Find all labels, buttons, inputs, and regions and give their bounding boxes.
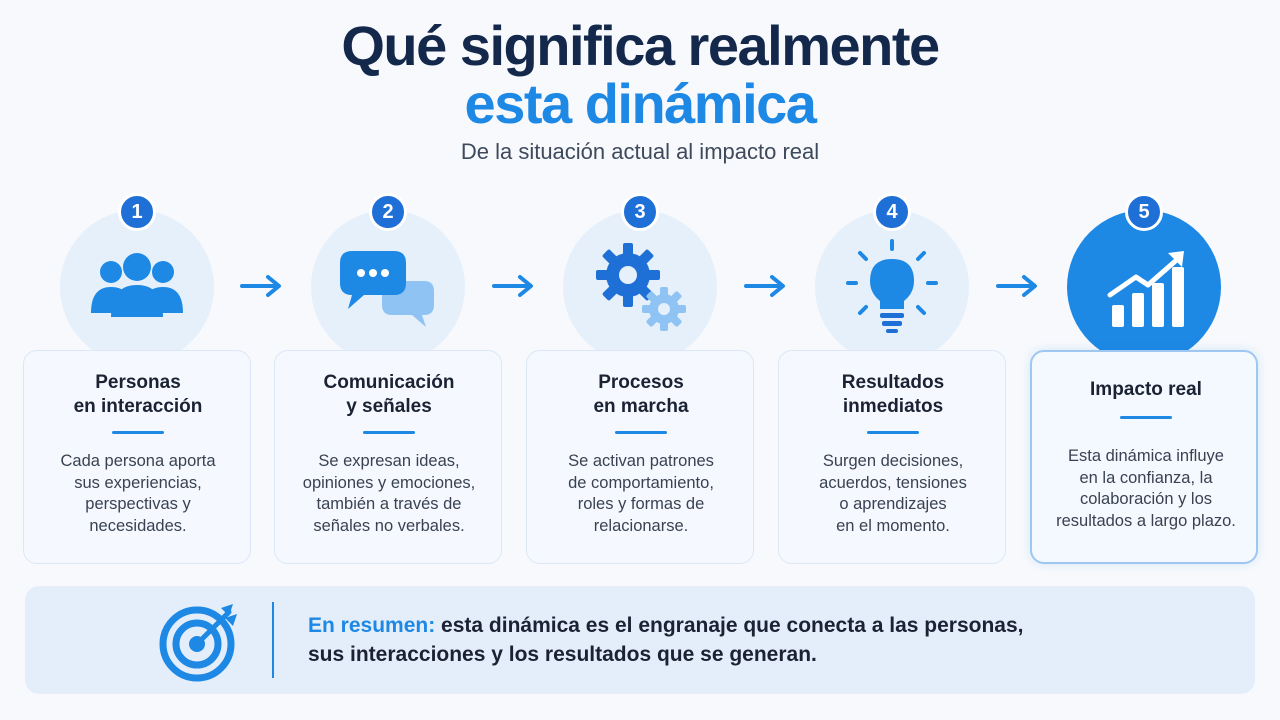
step-5-divider — [1120, 416, 1172, 419]
step-1-divider — [112, 431, 164, 434]
summary-lead: En resumen: — [308, 614, 436, 637]
step-1-title: Personas en interacción — [73, 372, 203, 417]
step-2-card: Comunicación y señales Se expresan ideas… — [274, 350, 502, 564]
step-2-divider — [363, 431, 415, 434]
step-1: 1 Personas en interacción Cada persona a… — [23, 190, 251, 564]
arrow-right-icon — [996, 275, 1037, 297]
step-2: 2 Comunicación y señales Se expresan ide… — [274, 190, 502, 564]
arrow-right-icon — [744, 275, 785, 297]
step-3-description: Se activan patrones de comportamiento, r… — [568, 452, 714, 535]
arrow-right-icon — [492, 275, 533, 297]
people-icon — [91, 253, 183, 317]
step-4-badge: 4 — [873, 193, 911, 231]
step-2-description: Se expresan ideas, opiniones y emociones… — [302, 452, 476, 535]
step-5-card: Impacto real Esta dinámica influye en la… — [1030, 350, 1258, 564]
step-5-title: Impacto real — [1090, 379, 1202, 400]
growth-chart-icon — [1107, 251, 1184, 327]
summary-banner: En resumen: esta dinámica es el engranaj… — [25, 586, 1255, 694]
step-2-title: Comunicación y señales — [323, 372, 455, 417]
step-1-card: Personas en interacción Cada persona apo… — [23, 350, 251, 564]
target-icon — [159, 604, 237, 682]
step-3-badge: 3 — [621, 193, 659, 231]
step-4: 4 Resultados inmediatos Surgen decisione… — [778, 190, 1006, 564]
step-1-description: Cada persona aporta sus experiencias, pe… — [60, 452, 216, 535]
step-3: 3 — [526, 190, 754, 564]
summary-divider — [272, 602, 274, 678]
step-3-title: Procesos en marcha — [593, 372, 689, 417]
title-line-1: Qué significa realmente — [341, 14, 940, 77]
step-5-circle — [1067, 210, 1221, 364]
step-4-divider — [867, 431, 919, 434]
step-1-badge: 1 — [118, 193, 156, 231]
step-2-badge: 2 — [369, 193, 407, 231]
lightbulb-icon — [846, 239, 938, 333]
step-4-description: Surgen decisiones, acuerdos, tensiones o… — [819, 452, 967, 535]
step-5-badge: 5 — [1125, 193, 1163, 231]
step-5-description: Esta dinámica influye en la confianza, l… — [1056, 447, 1236, 530]
step-5: 5 Impacto real Esta dinámica influye en … — [1030, 190, 1258, 564]
summary-text: En resumen: esta dinámica es el engranaj… — [308, 614, 1024, 666]
step-4-title: Resultados inmediatos — [841, 372, 945, 417]
chat-bubbles-icon — [340, 251, 434, 327]
subtitle: De la situación actual al impacto real — [460, 139, 820, 164]
arrow-right-icon — [240, 275, 281, 297]
gears-icon — [596, 243, 686, 331]
step-3-card: Procesos en marcha Se activan patrones d… — [526, 350, 754, 564]
title-line-2: esta dinámica — [464, 72, 817, 135]
step-3-divider — [615, 431, 667, 434]
step-4-card: Resultados inmediatos Surgen decisiones,… — [778, 350, 1006, 564]
